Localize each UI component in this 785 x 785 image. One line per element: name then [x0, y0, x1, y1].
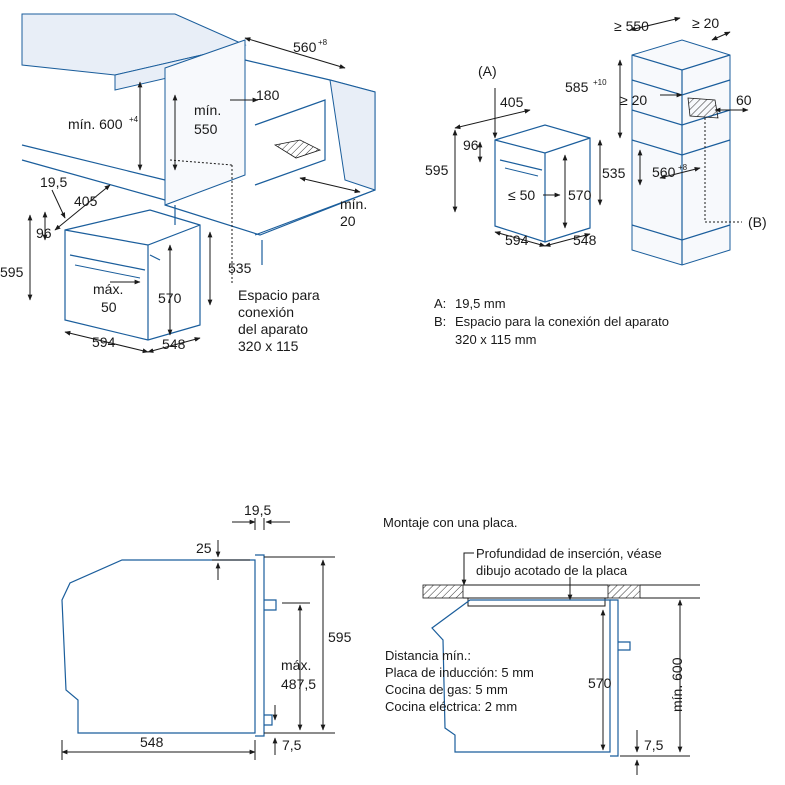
mounting-title: Montaje con una placa.: [383, 515, 517, 530]
dim-7-5-right: 7,5: [644, 737, 664, 753]
bottom-left-side-profile: 19,5 25 595 máx. 487,5 548 7,5: [61, 502, 352, 760]
dim-560-r: 560: [652, 164, 676, 180]
dim-548-bottom: 548: [140, 734, 164, 750]
dim-595-bottom: 595: [328, 629, 352, 645]
dim-min-600-tol: +4: [129, 115, 139, 124]
insert-note-line-2: dibujo acotado de la placa: [476, 563, 628, 578]
dim-180: 180: [256, 87, 280, 103]
dim-min-550-value: 550: [194, 121, 218, 137]
dim-19-5-bottom: 19,5: [244, 502, 271, 518]
dim-594: 594: [92, 334, 116, 350]
distance-line-3: Cocina de gas: 5 mm: [385, 682, 508, 697]
dim-ge-20-top: ≥ 20: [692, 15, 719, 31]
dim-max-bottom-value: 487,5: [281, 676, 316, 692]
dim-min-600: mín. 600: [68, 116, 123, 132]
dim-19-5: 19,5: [40, 174, 67, 190]
legend-b-text: Espacio para la conexión del aparato: [455, 314, 669, 329]
dim-595: 595: [0, 264, 24, 280]
space-note-line-4: 320 x 115: [238, 338, 299, 354]
dim-max-value: 50: [101, 299, 117, 315]
dim-60: 60: [736, 92, 752, 108]
dim-570: 570: [158, 290, 182, 306]
legend-a-label: A:: [434, 296, 446, 311]
dim-96-r: 96: [463, 137, 479, 153]
dim-B: (B): [748, 214, 767, 230]
distance-line-1: Distancia mín.:: [385, 648, 471, 663]
dim-A: (A): [478, 63, 497, 79]
space-note-line-1: Espacio para: [238, 287, 320, 303]
insert-note-line-1: Profundidad de inserción, véase: [476, 546, 662, 561]
dim-min-600-bottom: mín. 600: [669, 657, 685, 712]
top-right-tall-cabinet-view: (A) 405 96 595 ≤ 50 570 535 594 548 ≥ 55…: [425, 15, 767, 347]
dim-min-550-label: mín.: [194, 102, 221, 118]
dim-570-r: 570: [568, 187, 592, 203]
dim-max-label: máx.: [93, 281, 123, 297]
dim-595-r: 595: [425, 162, 449, 178]
dim-7-5-bottom: 7,5: [282, 737, 302, 753]
dim-535-r: 535: [602, 165, 626, 181]
dim-560: 560: [293, 39, 317, 55]
dim-585: 585: [565, 79, 589, 95]
dim-560-tol: +8: [318, 38, 328, 47]
dim-ge-20-side: ≥ 20: [620, 92, 647, 108]
dim-594-r: 594: [505, 232, 529, 248]
distance-line-4: Cocina eléctrica: 2 mm: [385, 699, 517, 714]
legend-a-text: 19,5 mm: [455, 296, 506, 311]
space-note-line-3: del aparato: [238, 321, 308, 337]
dim-405-r: 405: [500, 94, 524, 110]
dim-ge-550: ≥ 550: [614, 18, 649, 34]
dim-min-20-label: mín.: [340, 196, 367, 212]
dim-570-bottom: 570: [588, 675, 612, 691]
dim-535: 535: [228, 260, 252, 276]
dim-max-bottom-label: máx.: [281, 657, 311, 673]
dim-le-50: ≤ 50: [508, 187, 535, 203]
top-left-cabinet-view: 560 +8 180 mín. 600 +4 mín. 550 19,5 405…: [0, 13, 376, 354]
dim-96: 96: [36, 225, 52, 241]
dim-548: 548: [162, 336, 186, 352]
space-note-line-2: conexión: [238, 304, 294, 320]
dim-560-r-tol: +8: [678, 163, 688, 172]
distance-line-2: Placa de inducción: 5 mm: [385, 665, 534, 680]
dim-min-20-value: 20: [340, 213, 356, 229]
bottom-right-hob-mounting: Montaje con una placa. Profundidad de in…: [383, 515, 700, 775]
dim-548-r: 548: [573, 232, 597, 248]
legend-b-label: B:: [434, 314, 446, 329]
dim-25: 25: [196, 540, 212, 556]
dim-405: 405: [74, 193, 98, 209]
legend-b-text-2: 320 x 115 mm: [455, 332, 536, 347]
dim-585-tol: +10: [593, 78, 607, 87]
